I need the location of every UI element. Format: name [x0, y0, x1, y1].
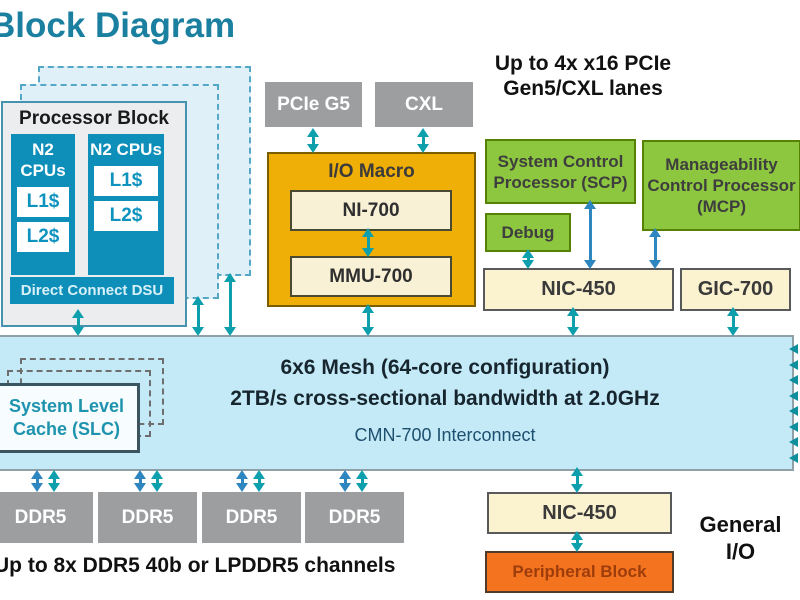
scp-block: System Control Processor (SCP): [485, 139, 636, 204]
mesh-bandwidth-line: 2TB/s cross-sectional bandwidth at 2.0GH…: [230, 387, 660, 410]
arrow-iomacro-mesh: [362, 304, 374, 336]
mesh-edge-arrowhead: [789, 360, 798, 370]
slc-block: System Level Cache (SLC): [0, 383, 140, 453]
processor-block-label: Processor Block: [19, 108, 169, 129]
ddr5-block-2: DDR5: [98, 492, 197, 543]
arrow-mcp-nic: [649, 228, 661, 269]
mesh-edge-arrowhead: [789, 406, 798, 416]
ddr5-block-1: DDR5: [0, 492, 93, 543]
arrow-debug-nic: [522, 249, 534, 269]
l2-cache: L2$: [17, 222, 69, 252]
arrow-pcie-iomacro: [307, 128, 319, 153]
arrow-mesh-ddr4-b: [356, 470, 368, 492]
arrow-nic-peripheral: [571, 531, 583, 552]
mcp-block: Manageability Control Processor (MCP): [642, 140, 800, 231]
debug-block: Debug: [485, 213, 571, 252]
arrow-mesh-ddr3-a: [236, 470, 248, 492]
l2-cache: L2$: [94, 201, 158, 231]
arrow-mesh-ddr1-a: [31, 470, 43, 492]
mesh-text: 6x6 Mesh (64-core configuration) 2TB/s c…: [230, 355, 660, 446]
mesh-interconnect-label: CMN-700 Interconnect: [354, 425, 536, 445]
mmu-700-block: MMU-700: [290, 256, 452, 297]
arrow-gic-mesh: [727, 307, 739, 336]
peripheral-block: Peripheral Block: [485, 551, 674, 593]
arrow-ni-mmu: [362, 228, 374, 257]
arrow-mesh-ddr1-b: [48, 470, 60, 492]
mesh-edge-arrowhead: [789, 422, 798, 432]
mesh-edge-arrowhead: [789, 437, 798, 447]
arrow-cxl-iomacro: [417, 128, 429, 153]
arrow-ghost2-mesh: [224, 273, 236, 336]
arrow-scp-nic: [584, 200, 596, 269]
mesh-block: System Level Cache (SLC) 6x6 Mesh (64-co…: [0, 335, 794, 471]
page-title: Block Diagram: [0, 6, 236, 45]
arrow-mesh-ddr2-a: [134, 470, 146, 492]
ni-700-block: NI-700: [290, 190, 452, 231]
mesh-edge-arrowhead: [789, 344, 798, 354]
ddr5-block-3: DDR5: [202, 492, 301, 543]
nic-450-north-block: NIC-450: [483, 268, 674, 311]
arrow-processor-mesh: [72, 309, 84, 336]
mesh-edge-arrowhead: [789, 375, 798, 385]
pcie-g5-block: PCIe G5: [265, 82, 362, 127]
gic-700-block: GIC-700: [680, 268, 791, 311]
ddr-channels-note: Up to 8x DDR5 40b or LPDDR5 channels: [0, 554, 396, 577]
arrow-nic-mesh: [567, 307, 579, 336]
general-io-note: General I/O: [699, 512, 782, 564]
cxl-block: CXL: [375, 82, 473, 127]
cpu-cluster-name: N2 CPUs: [20, 140, 66, 180]
mesh-edge-arrowhead: [789, 453, 798, 463]
mesh-config-line: 6x6 Mesh (64-core configuration): [280, 356, 610, 379]
mesh-edge-arrowhead: [789, 391, 798, 401]
dsu-bar: Direct Connect DSU: [10, 277, 174, 304]
arrow-ghost1-mesh: [192, 296, 204, 336]
pcie-lanes-note: Up to 4x x16 PCIe Gen5/CXL lanes: [494, 52, 672, 100]
arrow-mesh-ddr3-b: [253, 470, 265, 492]
arrow-mesh-ddr2-b: [151, 470, 163, 492]
processor-block: Processor Block N2 CPUs L1$ L2$ N2 CPUs …: [1, 101, 187, 327]
cpu-cluster-name: N2 CPUs: [90, 140, 162, 159]
l1-cache: L1$: [94, 166, 158, 196]
ddr5-block-4: DDR5: [305, 492, 404, 543]
arrow-mesh-ddr4-a: [339, 470, 351, 492]
cpu-cluster-1: N2 CPUs L1$ L2$: [11, 134, 75, 275]
cpu-cluster-2: N2 CPUs L1$ L2$: [88, 134, 164, 275]
arrow-mesh-nic-south: [571, 467, 583, 493]
nic-450-south-block: NIC-450: [487, 492, 672, 534]
l1-cache: L1$: [17, 187, 69, 217]
io-macro-label: I/O Macro: [328, 161, 415, 182]
